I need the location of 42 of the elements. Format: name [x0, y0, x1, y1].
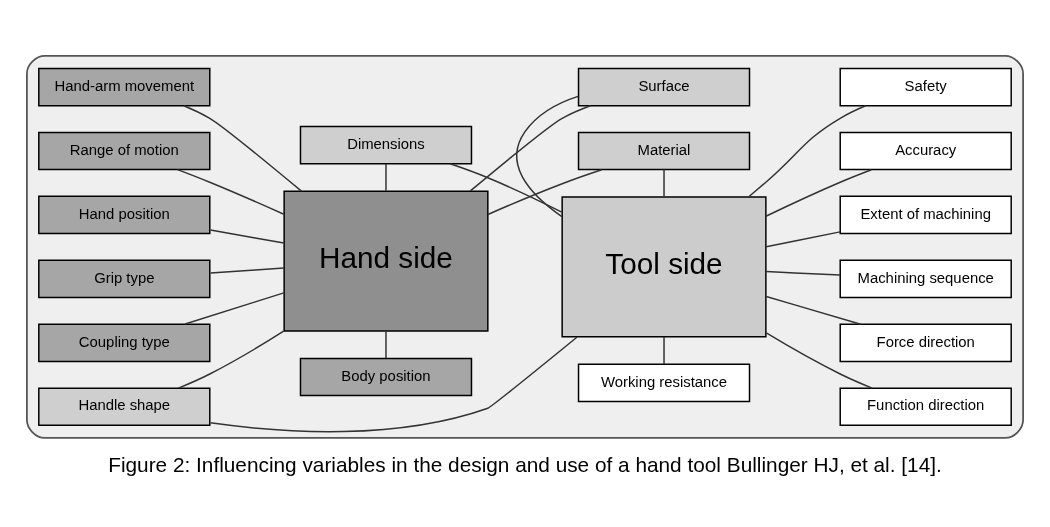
node-box: Coupling type: [38, 322, 211, 362]
node-box: Handle shape: [38, 386, 211, 426]
connector: [748, 104, 867, 197]
caption: Figure 2: Influencing variables in the design and use of a hand tool Bullinger HJ, et al. [14].: [108, 452, 942, 476]
node-box: Force direction: [839, 322, 1012, 362]
connector: [663, 168, 665, 197]
connector: [765, 295, 862, 325]
connector: [765, 270, 841, 276]
node-box: Machining sequence: [839, 259, 1012, 298]
node-box: Hand-arm movement: [38, 67, 211, 106]
connector: [487, 168, 603, 215]
connector: [765, 230, 841, 247]
connector: [177, 329, 285, 389]
connector: [385, 329, 387, 359]
node-box: Grip type: [38, 259, 211, 298]
node-box: Function direction: [839, 386, 1012, 426]
node-box: Hand position: [38, 195, 211, 234]
node-box: Dimensions: [299, 125, 473, 164]
cluster: [26, 54, 1024, 439]
connector: [209, 228, 285, 244]
node-box: Body position: [299, 357, 473, 396]
connector: [765, 331, 873, 389]
node-box: Working resistance: [577, 363, 751, 402]
node-box: Range of motion: [38, 131, 211, 170]
node-box: Accuracy: [839, 131, 1012, 170]
node-box: Extent of machining: [839, 195, 1012, 234]
connector: [176, 168, 285, 215]
node-box: Surface: [577, 67, 751, 106]
node-box: Tool side: [561, 195, 767, 338]
connector: [183, 104, 303, 192]
connector: [184, 291, 285, 325]
node-box: Safety: [839, 67, 1012, 106]
connector: [765, 168, 873, 217]
connector: [469, 104, 592, 192]
connector: [515, 95, 579, 217]
connector: [209, 336, 578, 432]
connector: [663, 335, 665, 365]
connector: [449, 162, 563, 213]
node-box: Hand side: [283, 189, 489, 332]
connector: [385, 162, 387, 192]
node-box: Material: [577, 131, 751, 170]
connector: [209, 266, 285, 274]
